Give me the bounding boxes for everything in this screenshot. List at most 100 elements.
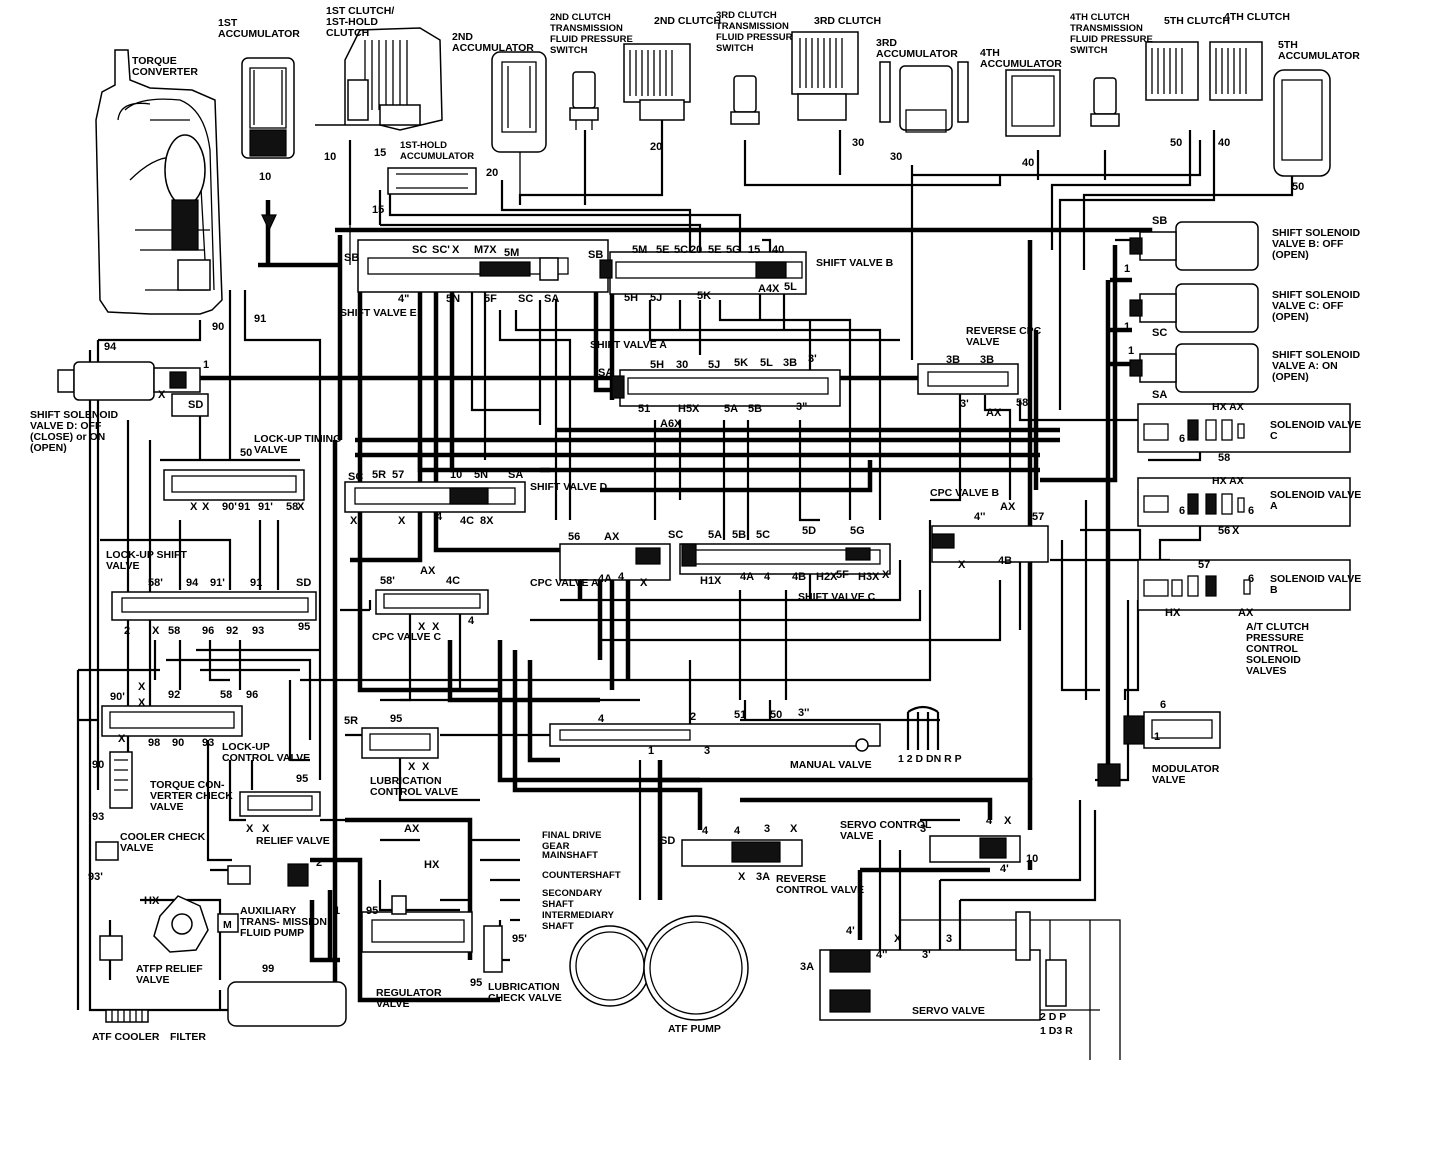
circuit-number: SA <box>508 469 523 481</box>
circuit-number: 91 <box>250 577 262 589</box>
circuit-number: A6X <box>660 418 682 430</box>
circuit-number: X <box>297 501 305 513</box>
circuit-number: 3' <box>922 949 931 961</box>
circuit-number: 5H <box>650 359 664 371</box>
circuit-number: X <box>350 515 358 527</box>
circuit-number: SB <box>344 252 359 264</box>
circuit-number: 40 <box>1218 137 1230 149</box>
circuit-number: 5L <box>784 281 797 293</box>
circuit-number: 1 <box>334 905 340 917</box>
circuit-number: 3 <box>920 823 926 835</box>
circuit-number: 95 <box>366 905 378 917</box>
circuit-number: 3B <box>946 354 960 366</box>
circuit-number: 30 <box>890 151 902 163</box>
label-second-clutch: 2ND CLUTCH <box>654 15 721 27</box>
circuit-number: X <box>894 933 902 945</box>
svg-text:HX AX: HX AX <box>1212 475 1244 487</box>
circuit-number: 58' <box>380 575 395 587</box>
circuit-number: AX <box>404 823 420 835</box>
circuit-number: X <box>640 577 648 589</box>
circuit-number: X <box>190 501 198 513</box>
circuit-number: 3 <box>946 933 952 945</box>
circuit-number: 4" <box>398 293 409 305</box>
circuit-number: 56 <box>1218 525 1230 537</box>
circuit-number: 4 <box>468 615 475 627</box>
circuit-number: 4 <box>702 825 709 837</box>
label-manual-valve: MANUAL VALVE <box>790 759 872 771</box>
circuit-number: 10 <box>259 171 271 183</box>
circuit-number: 95' <box>512 933 527 945</box>
circuit-number: 92 <box>168 689 180 701</box>
circuit-number: 2 <box>690 711 696 723</box>
shift-valve-c-body: SHIFT VALVE C <box>679 543 891 603</box>
shift-valve-e-body: SHIFT VALVE E <box>340 239 609 319</box>
third-clutch: 3RD CLUTCH <box>791 15 881 121</box>
circuit-number: 51 <box>734 709 746 721</box>
circuit-number: 4 <box>734 825 741 837</box>
circuit-number: 4B <box>998 555 1012 567</box>
circuit-number: 2 <box>124 625 130 637</box>
circuit-number: 4'' <box>974 511 986 523</box>
circuit-number: 15 <box>374 147 386 159</box>
servo-valve: SERVO VALVE 2 D P 1 D3 R <box>819 911 1073 1037</box>
circuit-number: X <box>138 681 146 693</box>
circuit-number: HX <box>424 859 440 871</box>
circuit-number: 6 <box>1179 433 1185 445</box>
label-relief-valve: RELIEF VALVE <box>256 835 330 847</box>
shift-valve-a-body: SHIFT VALVE A <box>590 339 841 407</box>
circuit-number: 5C <box>674 244 688 256</box>
circuit-number: 5A <box>708 529 722 541</box>
circuit-number: 20 <box>690 244 702 256</box>
circuit-number: 5B <box>748 403 762 415</box>
circuit-number: 2 <box>316 857 322 869</box>
circuit-number: 5M <box>632 244 647 256</box>
circuit-number: 94 <box>186 577 199 589</box>
circuit-number: X <box>452 244 460 256</box>
circuit-number: 1 <box>1154 731 1160 743</box>
circuit-number: X <box>738 871 746 883</box>
circuit-number: SA <box>598 367 613 379</box>
circuit-number: 93 <box>202 737 214 749</box>
circuit-number: 10 <box>324 151 336 163</box>
label-shift-valve-a: SHIFT VALVE A <box>590 339 667 351</box>
label-third-clutch: 3RD CLUTCH <box>814 15 881 27</box>
circuit-number: 4 <box>436 511 443 523</box>
circuit-number: 3' <box>960 398 969 410</box>
shift-valve-b-body: SHIFT VALVE B <box>599 251 894 295</box>
circuit-number: 91 <box>238 501 250 513</box>
circuit-number: X <box>1232 525 1240 537</box>
circuit-number: 90 <box>212 321 224 333</box>
label-shift-valve-c: SHIFT VALVE C <box>798 591 876 603</box>
circuit-number: 98 <box>148 737 160 749</box>
label-fifth-clutch: 5TH CLUTCH <box>1164 15 1230 27</box>
cpc-valve-b-body: CPC VALVE B <box>930 487 1049 563</box>
circuit-number: 5M <box>504 247 519 259</box>
circuit-number: X <box>158 389 166 401</box>
circuit-number: 5F <box>836 569 849 581</box>
circuit-number: 5K <box>697 290 711 302</box>
circuit-number: 58 <box>168 625 180 637</box>
circuit-number: 40 <box>1022 157 1034 169</box>
svg-text:HX AX: HX AX <box>1212 401 1244 413</box>
